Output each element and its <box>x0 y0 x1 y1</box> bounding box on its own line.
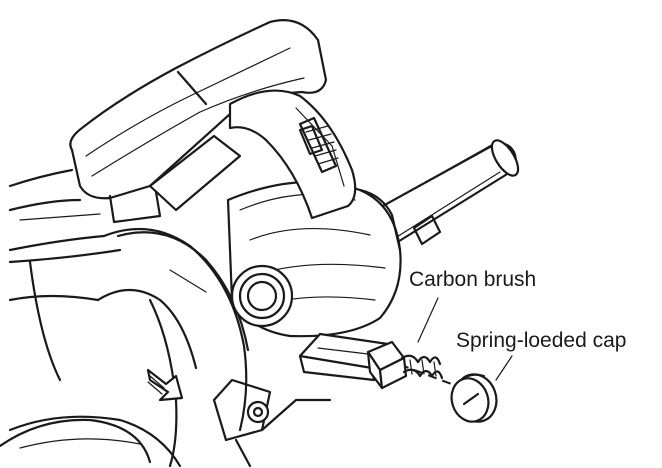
power-cable <box>0 418 152 464</box>
carbon-brush-part <box>366 340 444 390</box>
bearing-ring <box>230 264 294 328</box>
blade-guard <box>96 227 250 432</box>
slot-mark-icon <box>462 392 480 406</box>
spring-loaded-cap-part <box>450 373 498 423</box>
cap-leader <box>495 355 513 381</box>
lower-base <box>8 298 332 468</box>
top-handle <box>69 19 328 224</box>
grip-body <box>228 89 357 220</box>
spring-loaded-cap-label: Spring-loeded cap <box>456 329 627 352</box>
carbon-brush-label: Carbon brush <box>409 268 537 291</box>
rear-exhaust-tube <box>370 139 520 250</box>
frame-arm <box>8 168 122 382</box>
rotation-arrow-icon <box>146 368 184 402</box>
carbon-brush-leader <box>417 297 439 343</box>
